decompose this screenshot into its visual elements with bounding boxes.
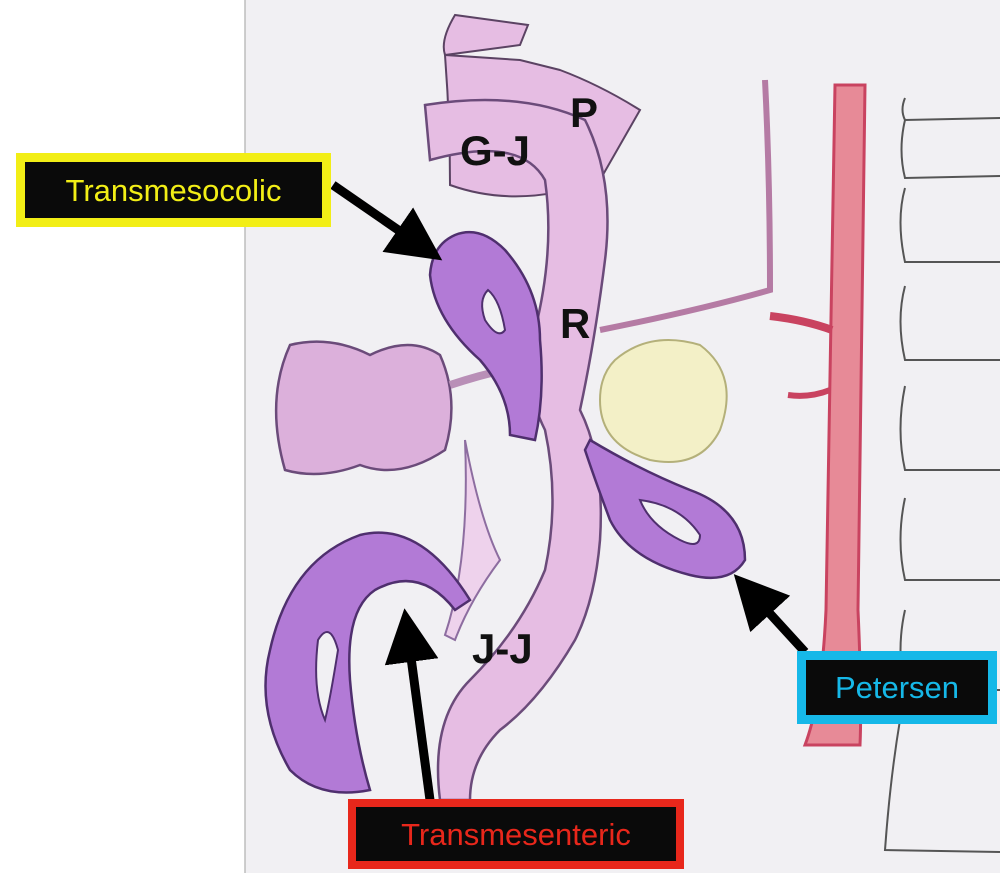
mesocolon-vessel	[599, 79, 774, 333]
aorta	[802, 83, 867, 747]
aorta-branch	[769, 312, 834, 334]
callout-petersen-label: Petersen	[834, 670, 960, 705]
callout-transmesenteric: Transmesenteric	[348, 799, 684, 869]
transmesocolic-arrow	[330, 181, 443, 261]
vertebra	[899, 285, 1000, 361]
transmesocolic-loop	[428, 230, 543, 442]
label-gastrojejunostomy: G-J	[460, 127, 531, 174]
callout-petersen: Petersen	[797, 651, 997, 724]
colon-segment	[274, 340, 453, 476]
callout-transmesocolic: Transmesocolic	[16, 153, 331, 227]
vertebral-column	[883, 97, 1000, 853]
petersen-loop-hole	[638, 498, 702, 545]
callout-transmesenteric-label: Transmesenteric	[401, 816, 631, 852]
transmesenteric-loop-hole	[315, 631, 340, 724]
transmesenteric-loop	[264, 531, 472, 794]
label-pouch: P	[570, 89, 599, 136]
fat-lobule	[598, 339, 728, 463]
vertebra	[900, 97, 1000, 180]
label-jejunojejunostomy: J-J	[472, 625, 533, 672]
transmesocolic-loop-hole	[481, 288, 507, 335]
vertebra	[899, 187, 1000, 263]
callout-transmesocolic-label: Transmesocolic	[65, 172, 282, 208]
vertebra	[883, 719, 1000, 853]
petersen-arrow	[733, 574, 809, 656]
transmesenteric-arrow	[384, 608, 439, 801]
aorta-branch	[787, 387, 832, 399]
vertebra	[899, 497, 1000, 581]
label-roux-limb: R	[560, 300, 591, 347]
vertebra	[899, 385, 1000, 471]
